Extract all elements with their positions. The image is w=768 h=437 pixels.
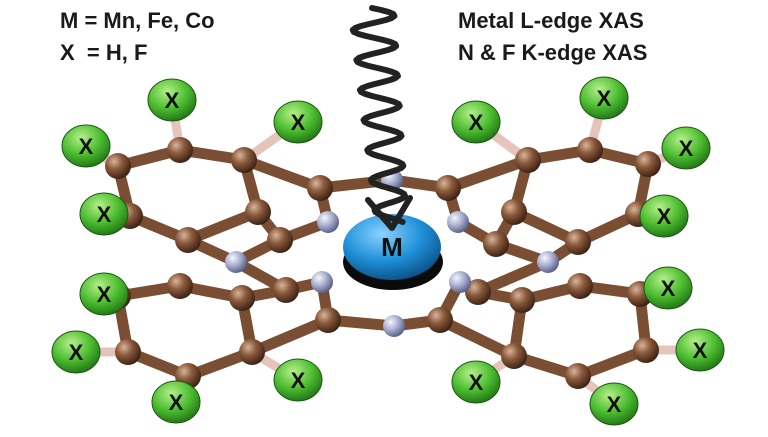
bond bbox=[246, 314, 334, 358]
substituent-atom: X bbox=[451, 360, 501, 404]
bond bbox=[442, 154, 534, 194]
bond bbox=[434, 314, 520, 362]
nitrogen-atom bbox=[225, 251, 247, 273]
substituent-label: X bbox=[679, 136, 694, 161]
ligand-technique-label: N & F K-edge XAS bbox=[458, 40, 648, 65]
substituent-label: X bbox=[657, 204, 672, 229]
carbon-atom bbox=[577, 137, 603, 163]
carbon-atom bbox=[565, 363, 591, 389]
nitrogen-atom bbox=[449, 271, 471, 293]
carbon-atom bbox=[229, 285, 255, 311]
substituent-atom: X bbox=[589, 382, 639, 426]
carbon-atom bbox=[239, 339, 265, 365]
substituent-atom: X bbox=[273, 358, 323, 402]
carbon-atom bbox=[465, 279, 491, 305]
carbon-atom bbox=[565, 229, 591, 255]
metal-legend: M = Mn, Fe, Co bbox=[60, 8, 215, 33]
carbon-atom bbox=[509, 287, 535, 313]
nitrogen-atom bbox=[317, 211, 339, 233]
nitrogen-atom bbox=[537, 251, 559, 273]
substituent-label: X bbox=[169, 390, 184, 415]
carbon-atom bbox=[273, 277, 299, 303]
nitrogen-atom bbox=[383, 315, 405, 337]
substituent-label: X bbox=[291, 110, 306, 135]
substituent-atom: X bbox=[643, 266, 693, 310]
substituent-label: X bbox=[469, 110, 484, 135]
carbon-atom bbox=[435, 175, 461, 201]
metal-center: M bbox=[343, 214, 443, 290]
substituent-label: X bbox=[607, 392, 622, 417]
substituent-atom: X bbox=[151, 380, 201, 424]
metal-technique-label: Metal L-edge XAS bbox=[458, 8, 644, 33]
carbon-atom bbox=[105, 153, 131, 179]
substituent-label: X bbox=[97, 202, 112, 227]
substituent-atom: X bbox=[51, 330, 101, 374]
substituent-label: X bbox=[79, 134, 94, 159]
carbon-atom bbox=[515, 147, 541, 173]
carbon-atom bbox=[245, 199, 271, 225]
substituent-label: X bbox=[693, 338, 708, 363]
carbon-atom bbox=[231, 147, 257, 173]
carbon-atom bbox=[267, 227, 293, 253]
xray-photon bbox=[349, 5, 413, 231]
substituent-label: X bbox=[165, 88, 180, 113]
substituent-atom: X bbox=[273, 100, 323, 144]
substituent-label: X bbox=[291, 368, 306, 393]
substituent-atom: X bbox=[451, 100, 501, 144]
carbon-atom bbox=[167, 137, 193, 163]
carbon-atom bbox=[483, 231, 509, 257]
nitrogen-atom bbox=[311, 271, 333, 293]
carbon-atom bbox=[115, 339, 141, 365]
bond bbox=[238, 154, 326, 194]
carbon-atom bbox=[315, 307, 341, 333]
metal-label: M bbox=[381, 232, 403, 262]
carbon-atom bbox=[307, 175, 333, 201]
carbon-atom bbox=[167, 273, 193, 299]
carbon-atom bbox=[501, 343, 527, 369]
substituent-label: X bbox=[69, 340, 84, 365]
substituent-label: X bbox=[597, 86, 612, 111]
substituent-atom: X bbox=[675, 328, 725, 372]
substituent-atom: X bbox=[79, 192, 129, 236]
substituent-label: X bbox=[469, 370, 484, 395]
nitrogen-atom bbox=[447, 211, 469, 233]
substituent-atom: X bbox=[639, 194, 689, 238]
substituent-atom: X bbox=[79, 272, 129, 316]
substituent-label: X bbox=[661, 276, 676, 301]
substituent-atom: X bbox=[147, 78, 197, 122]
carbon-atom bbox=[427, 307, 453, 333]
metal-atom bbox=[343, 214, 441, 280]
carbon-atom bbox=[635, 151, 661, 177]
substituent-atom: X bbox=[61, 124, 111, 168]
xray-arrowhead-icon bbox=[365, 195, 413, 231]
carbon-atom bbox=[501, 199, 527, 225]
carbon-atom bbox=[567, 273, 593, 299]
substituent-label: X bbox=[97, 282, 112, 307]
atoms-layer: X X X X X X X X X X X X X X X X bbox=[51, 76, 725, 426]
carbon-atom bbox=[175, 227, 201, 253]
substituent-atom: X bbox=[579, 76, 629, 120]
substituent-atom: X bbox=[661, 126, 711, 170]
carbon-atom bbox=[633, 337, 659, 363]
substituent-legend: X = H, F bbox=[60, 40, 148, 65]
xray-wave-icon bbox=[349, 5, 408, 225]
